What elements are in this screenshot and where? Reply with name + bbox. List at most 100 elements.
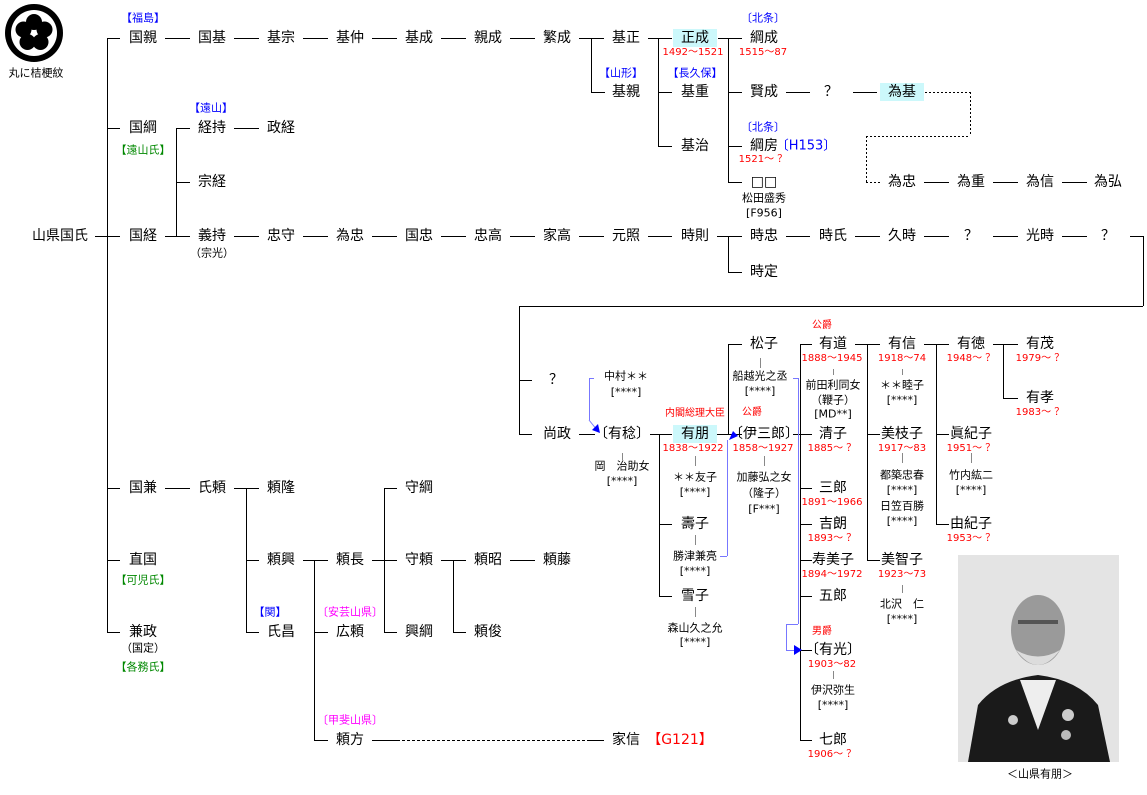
note-kagami: 【各務氏】 (115, 660, 171, 674)
person-hisatoki: 久時 (888, 228, 916, 244)
person-tokisada: 時定 (750, 264, 778, 280)
note-photo_caption: ＜山県有朋＞ (1007, 767, 1073, 781)
person-shigenari: 繁成 (543, 30, 571, 46)
person-arinobu: 有信 (888, 336, 916, 352)
person-arishige: 有茂 (1026, 336, 1054, 352)
note-mutsuko_r: [****] (886, 393, 918, 407)
note-pm: 内閣総理大臣 (665, 408, 725, 419)
person-kunitsune: 国経 (129, 228, 157, 244)
person-q4: ？ (549, 372, 563, 388)
person-michiko: 美智子 (881, 552, 923, 568)
person-matsuko: 松子 (750, 336, 778, 352)
note-kitazawa: 北沢 仁 (880, 597, 924, 611)
person-hisako: 壽子 (681, 516, 709, 532)
note-takeuchi_r: [****] (955, 483, 987, 497)
person-saburo: 三郎 (819, 480, 847, 496)
person-motomune: 基宗 (267, 30, 295, 46)
note-moriyama: 森山久之允 (667, 621, 723, 635)
note-hikasa: 日笠百勝 (880, 499, 924, 513)
person-tametada: 為忠 (336, 228, 364, 244)
person-arimitsu: 〔有光〕 (805, 642, 861, 658)
person-shichiro: 七郎 (819, 732, 847, 748)
lifespan-isaburo_d: 1858〜1927 (732, 443, 794, 454)
person-ienobu: 家信 (612, 732, 640, 748)
person-ujiyori: 氏頼 (198, 480, 226, 496)
lifespan-yoshiro_d: 1893〜 ？ (807, 533, 857, 544)
person-yoritoshi: 頼俊 (474, 624, 502, 640)
person-sumiko: 寿美子 (812, 552, 854, 568)
person-tokinori: 時則 (681, 228, 709, 244)
person-naokuni: 直国 (129, 552, 157, 568)
lifespan-masanari_d: 1492〜1521 (662, 47, 724, 58)
person-moriyori: 守頼 (405, 552, 433, 568)
person-okitsuna: 興綱 (405, 624, 433, 640)
person-motonari: 基成 (405, 30, 433, 46)
person-isaburo: 〔伊三郎〕 (729, 426, 799, 442)
person-yorikata: 頼方 (336, 732, 364, 748)
note-oka: 岡 治助女 (594, 459, 650, 473)
person-motochika: 基親 (612, 84, 640, 100)
lifespan-aritaka_d: 1983〜 ？ (1015, 407, 1065, 418)
person-q2: ？ (964, 228, 978, 244)
kikyo-crest-icon (5, 4, 63, 62)
note-yamagata: 【山形】 (599, 66, 643, 80)
person-masanari: 正成 (673, 29, 717, 47)
note-kai: 〔甲斐山県〕 (317, 713, 383, 727)
note-fukushima: 【福島】 (121, 11, 165, 25)
person-yorifuji: 頼藤 (543, 552, 571, 568)
note-katsu: 勝津兼亮 (673, 549, 717, 563)
note-maeda: 前田利同女 (805, 378, 861, 392)
person-mieko: 美枝子 (881, 426, 923, 442)
note-nakamura_r: [****] (610, 385, 642, 399)
note-danshaku: 男爵 (812, 626, 832, 637)
note-tomoko_r: [****] (679, 485, 711, 499)
person-kunitada: 国忠 (405, 228, 433, 244)
person-tamemoto: 為基 (880, 83, 924, 101)
lifespan-kiyoko_d: 1885〜 ？ (807, 443, 857, 454)
lifespan-arimitsu_d: 1903〜82 (807, 659, 857, 670)
person-munetsune: 宗経 (198, 174, 226, 190)
note-takeuchi: 竹内紘二 (949, 468, 993, 482)
person-aritaka: 有孝 (1026, 390, 1054, 406)
note-izawa_r: [****] (817, 698, 849, 712)
note-kato: 加藤弘之女 (736, 470, 792, 484)
person-tsunafusa: 綱房 (750, 138, 778, 154)
adoption-arrow-icon (794, 645, 802, 655)
person-yoriaki: 頼昭 (474, 552, 502, 568)
note-toyama: 【遠山】 (189, 101, 233, 115)
person-tametada2: 為忠 (888, 174, 916, 190)
person-kunikane: 国兼 (129, 480, 157, 496)
note-h153: 〔H153〕 (775, 138, 837, 154)
adoption-arrow-icon (592, 424, 600, 433)
note-aki: 〔安芸山県〕 (317, 605, 383, 619)
person-aritomo: 有朋 (673, 425, 717, 443)
person-kunichika: 国親 (129, 30, 157, 46)
note-toyama_shi: 【遠山氏】 (115, 143, 171, 157)
person-motonaka: 基仲 (336, 30, 364, 46)
note-tsuzuki_r: [****] (886, 483, 918, 497)
lifespan-mieko_d: 1917〜83 (877, 443, 927, 454)
lifespan-arinori_d: 1948〜 ？ (946, 353, 996, 364)
person-yukiko: 雪子 (681, 588, 709, 604)
person-tokiuji: 時氏 (819, 228, 847, 244)
lifespan-michiko_d: 1923〜73 (877, 569, 927, 580)
lifespan-makiko_d: 1951〜 ？ (946, 443, 996, 454)
note-funakoshi: 船越光之丞 (732, 369, 788, 383)
person-kunitsuna: 国綱 (129, 120, 157, 136)
note-moriyama_r: [****] (679, 635, 711, 649)
person-katanari: 賢成 (750, 84, 778, 100)
person-chikanari: 親成 (474, 30, 502, 46)
note-kitazawa_r: [****] (886, 612, 918, 626)
note-koshaku1: 公爵 (742, 407, 762, 418)
note-hikasa_r: [****] (886, 514, 918, 528)
person-arinori: 有徳 (957, 336, 985, 352)
person-masatsune: 政経 (267, 120, 295, 136)
note-katsu_r: [****] (679, 564, 711, 578)
person-arimasa: 〔有稔〕 (594, 426, 650, 442)
person-tadamori: 忠守 (267, 228, 295, 244)
person-yorinaga: 頼長 (336, 552, 364, 568)
lifespan-yukiko2_d: 1953〜 ？ (946, 533, 996, 544)
person-motoharu: 基治 (681, 138, 709, 154)
person-yukiko2: 由紀子 (950, 516, 992, 532)
